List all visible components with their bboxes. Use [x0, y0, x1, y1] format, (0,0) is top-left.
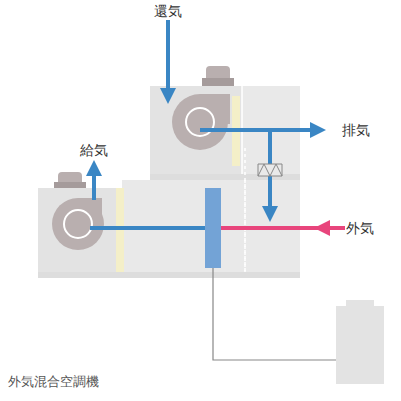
outdoor-air-label: 外気	[346, 220, 374, 237]
return-air-arrow	[166, 20, 170, 96]
damper-symbol	[258, 164, 282, 176]
coil	[205, 188, 221, 268]
supply-duct-line	[90, 226, 210, 230]
supply-air-arrow	[92, 168, 96, 200]
outdoor-air-line	[218, 226, 345, 230]
control-wire	[213, 268, 336, 360]
exhaust-air-arrow	[200, 128, 318, 132]
return-air-label: 還気	[154, 3, 182, 20]
exhaust-air-label: 排気	[342, 122, 370, 139]
caption: 外気混合空調機	[8, 374, 99, 390]
supply-fan	[52, 198, 104, 250]
supply-air-label: 給気	[80, 142, 108, 159]
controller	[336, 306, 384, 384]
